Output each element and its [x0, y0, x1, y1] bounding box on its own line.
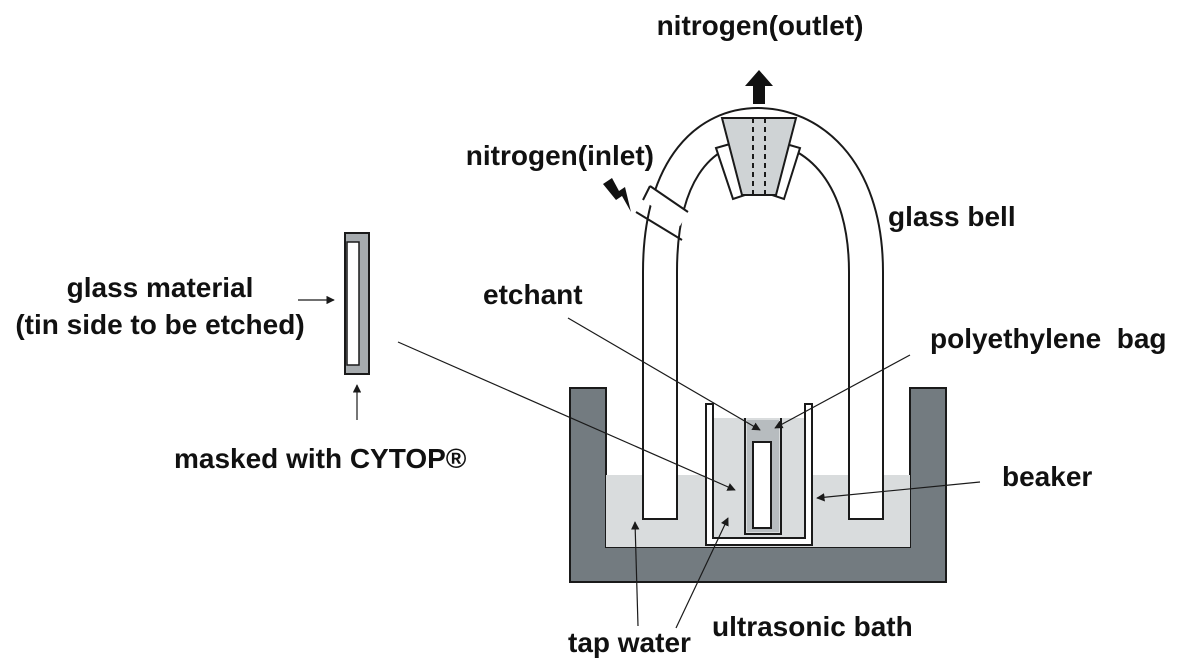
- bath-walls: [569, 387, 947, 583]
- label-tap-water: tap water: [568, 627, 691, 658]
- leader-etchant: [567, 317, 761, 431]
- glass-material-specimen: [344, 232, 370, 375]
- label-beaker: beaker: [1002, 461, 1092, 492]
- leader-beaker: [816, 481, 981, 502]
- label-nitrogen-inlet: nitrogen(inlet): [466, 140, 654, 171]
- glass-bell: [635, 106, 884, 520]
- beaker-outline: [705, 403, 813, 546]
- leader-glass-to-bag: [397, 341, 736, 491]
- label-polyethylene-bag: polyethylene bag: [930, 323, 1167, 354]
- outlet-arrow-icon: [745, 70, 773, 104]
- glass-sample-in-bag: [752, 441, 772, 529]
- bag-outline: [744, 418, 782, 535]
- label-nitrogen-outlet: nitrogen(outlet): [657, 10, 864, 41]
- glass-body: [346, 241, 360, 366]
- inlet-arrow-icon: [603, 178, 631, 212]
- inlet-tube: [635, 185, 689, 241]
- ultrasonic-bath: [569, 387, 947, 583]
- label-ultrasonic-bath: ultrasonic bath: [712, 611, 913, 642]
- label-tin-side: (tin side to be etched): [15, 309, 304, 340]
- leader-tap-water: [631, 521, 640, 627]
- stopper: [720, 117, 798, 196]
- leader-ultrasonic-bath: [675, 517, 729, 629]
- label-glass-bell: glass bell: [888, 201, 1016, 232]
- leader-polyethylene-bag: [774, 354, 911, 429]
- label-glass-material: glass material: [67, 272, 254, 303]
- label-etchant: etchant: [483, 279, 583, 310]
- label-masked-with-cytop: masked with CYTOP®: [174, 443, 467, 474]
